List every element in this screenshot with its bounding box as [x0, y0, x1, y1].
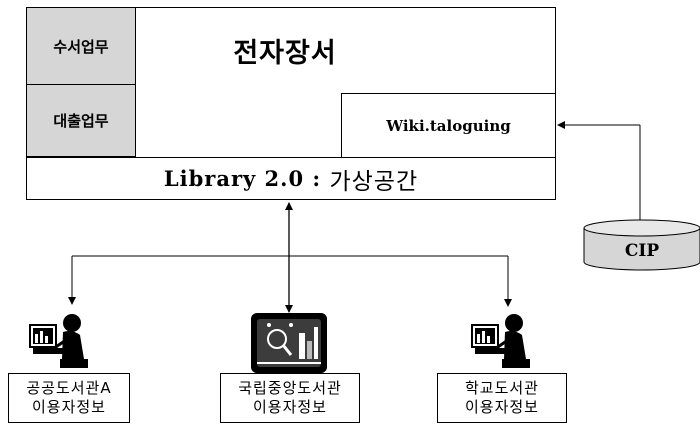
national-library-name: 국립중앙도서관	[238, 379, 342, 397]
lending-task-cell: 대출업무	[26, 84, 136, 157]
public-library-name: 공공도서관A	[26, 379, 112, 397]
library-2-0-bar: Library 2.0 : 가상공간	[26, 157, 556, 200]
public-library-subtitle: 이용자정보	[31, 398, 106, 416]
virtual-space-label: 가상공간	[329, 168, 419, 195]
library-2-0-label: Library 2.0 :	[163, 166, 330, 191]
public-library-user-info: 공공도서관A 이용자정보	[8, 373, 130, 423]
wiki-cataloguing-box: Wiki.taloguing	[341, 93, 556, 158]
school-library-user-info: 학교도서관 이용자정보	[437, 373, 567, 423]
receiving-task-cell: 수서업무	[26, 7, 136, 85]
school-library-name: 학교도서관	[464, 379, 539, 397]
cip-label: CIP	[624, 241, 660, 261]
school-library-subtitle: 이용자정보	[464, 398, 539, 416]
e-collection-title: 전자장서	[233, 37, 337, 69]
national-library-subtitle: 이용자정보	[252, 398, 327, 416]
national-library-user-info: 국립중앙도서관 이용자정보	[220, 373, 360, 423]
